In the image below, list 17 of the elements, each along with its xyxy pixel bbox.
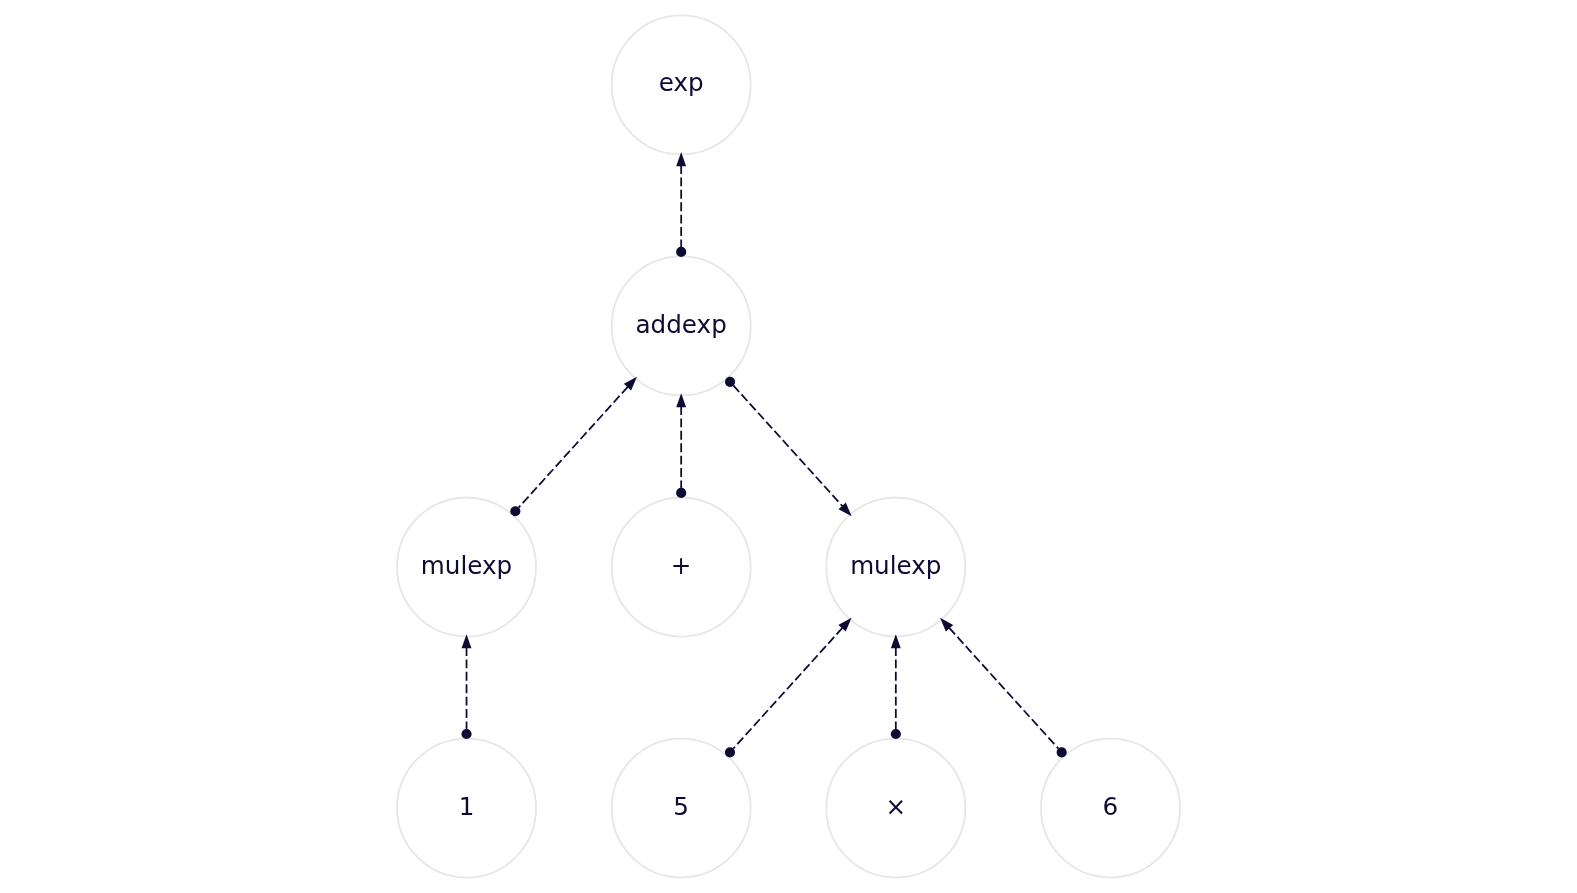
arrow: [724, 376, 852, 517]
arrow: [676, 393, 687, 499]
node-circle: +: [610, 496, 752, 638]
arrow: [890, 634, 901, 740]
arrow: [676, 152, 687, 258]
node-circle: 5: [610, 737, 752, 879]
arrow: [461, 634, 472, 740]
node-circle: mulexp: [396, 496, 537, 638]
node-circle: exp: [610, 14, 752, 156]
node-circle: mulexp: [825, 496, 967, 638]
node-circle: 6: [1040, 737, 1181, 879]
arrow: [940, 617, 1067, 758]
node-circle: ×: [825, 737, 967, 879]
node-circle: addexp: [610, 255, 752, 397]
arrow: [510, 376, 637, 517]
node-circle: 1: [396, 737, 537, 879]
arrow: [724, 617, 852, 758]
